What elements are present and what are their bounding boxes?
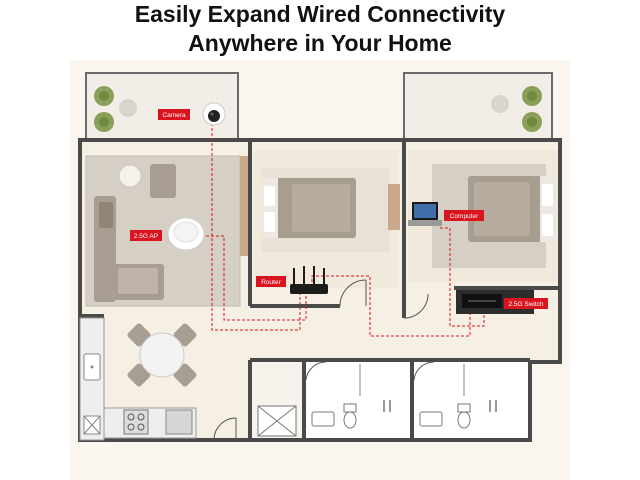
switch-icon <box>462 294 502 308</box>
switch-label: 2.5G Switch <box>504 298 548 309</box>
stove-icon <box>123 409 149 435</box>
access-point-icon <box>167 217 205 251</box>
computer-label-text: Computer <box>450 213 479 220</box>
wardrobe-icon <box>240 156 250 256</box>
router-icon <box>290 266 328 294</box>
plant-icon <box>491 86 542 132</box>
headline-line-2: Anywhere in Your Home <box>188 30 452 56</box>
ap-label-text: 2.5G AP <box>134 233 158 240</box>
computer-icon <box>408 202 442 226</box>
toilet-icon <box>457 403 471 429</box>
appliance-icon <box>165 409 193 435</box>
wardrobe-icon <box>388 184 400 230</box>
bed-icon <box>468 176 556 242</box>
toilet-icon <box>343 403 357 429</box>
sofa-icon <box>94 196 164 302</box>
interior-walls <box>80 140 560 440</box>
washbasin-icon <box>311 411 443 427</box>
headline-line-1: Easily Expand Wired Connectivity <box>134 1 506 27</box>
camera-icon <box>202 102 226 126</box>
door-swings <box>213 279 435 441</box>
dining-table-icon <box>127 323 197 387</box>
router-label: Router <box>256 276 286 287</box>
camera-label: Camera <box>158 109 190 120</box>
towel-rail-icon <box>383 400 497 412</box>
router-label-text: Router <box>261 279 281 286</box>
ap-label: 2.5G AP <box>130 230 162 241</box>
shower-icon <box>257 405 297 437</box>
armchair-icon <box>150 164 176 198</box>
side-table-icon <box>118 164 142 188</box>
plant-icon <box>94 86 137 132</box>
bed-icon <box>262 178 356 238</box>
bathroom-2 <box>414 362 528 438</box>
ethernet-cables <box>186 118 485 337</box>
cabinet-icon <box>83 415 101 435</box>
switch-label-text: 2.5G Switch <box>508 301 543 308</box>
sink-icon <box>83 353 101 381</box>
bathroom-1 <box>306 362 410 438</box>
camera-label-text: Camera <box>162 112 186 119</box>
computer-label: Computer <box>444 210 484 221</box>
